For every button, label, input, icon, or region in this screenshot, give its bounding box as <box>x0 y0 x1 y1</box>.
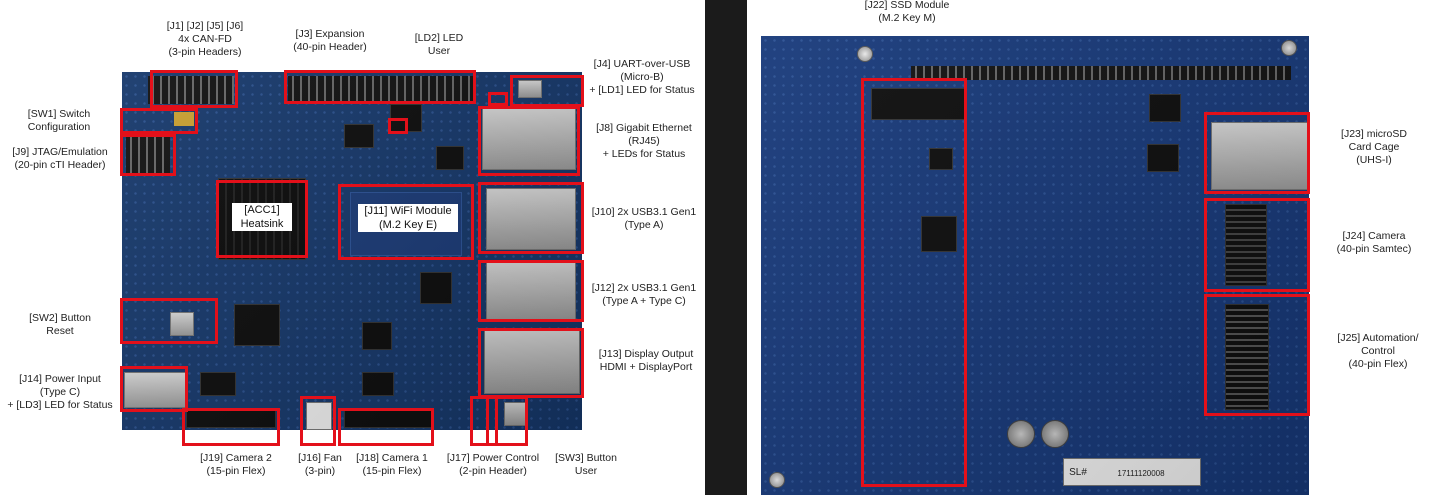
board-top-panel: [ACC1]Heatsink [J11] WiFi Module(M.2 Key… <box>0 0 705 495</box>
switch-box <box>120 108 198 134</box>
usb1-box <box>478 182 584 254</box>
chip-e <box>420 272 452 304</box>
rear-header-row <box>911 66 1291 80</box>
user-button-box <box>486 396 528 446</box>
screw-bottom-left <box>769 472 785 488</box>
power-input-box <box>120 366 188 412</box>
uart-box <box>510 75 584 107</box>
camera-box <box>1204 198 1310 292</box>
led-box <box>388 118 408 134</box>
usb1-label: [J10] 2x USB3.1 Gen1(Type A) <box>591 206 697 231</box>
serial-label: SL# <box>1069 467 1087 478</box>
ssd-box <box>861 78 967 487</box>
fan-box <box>300 396 336 446</box>
usb2-label: [J12] 2x USB3.1 Gen1(Type A + Type C) <box>591 282 697 307</box>
capacitor-2 <box>1041 420 1069 448</box>
automation-box <box>1204 294 1310 416</box>
uart-label: [J4] UART-over-USB(Micro-B)+ [LD1] LED f… <box>589 58 695 96</box>
expansion-label: [J3] Expansion(40-pin Header) <box>293 28 367 53</box>
panel-separator <box>705 0 747 495</box>
camera-label: [J24] Camera(40-pin Samtec) <box>1336 230 1412 255</box>
rear-chip-c <box>1147 144 1179 172</box>
can-label: [J1] [J2] [J5] [J6]4x CAN-FD(3-pin Heade… <box>166 20 244 58</box>
led1-box <box>488 92 508 106</box>
ethernet-label: [J8] Gigabit Ethernet(RJ45)+ LEDs for St… <box>596 122 692 160</box>
camera2-box <box>182 408 280 446</box>
fan-label: [J16] Fan(3-pin) <box>298 452 342 477</box>
cpu-chip <box>234 304 280 346</box>
expansion-box <box>284 70 476 104</box>
usb2-box <box>478 260 584 322</box>
chip-c <box>436 146 464 170</box>
ssd-label: [J22] SSD Module(M.2 Key M) <box>864 0 950 24</box>
camera2-label: [J19] Camera 2(15-pin Flex) <box>200 452 272 477</box>
reset-box <box>120 298 218 344</box>
camera1-label: [J18] Camera 1(15-pin Flex) <box>356 452 428 477</box>
chip-d <box>362 322 392 350</box>
automation-label: [J25] Automation/Control(40-pin Flex) <box>1337 332 1419 370</box>
capacitor-1 <box>1007 420 1035 448</box>
chip-g <box>200 372 236 396</box>
power-control-label: [J17] Power Control(2-pin Header) <box>446 452 540 477</box>
power-input-label: [J14] Power Input(Type C)+ [LD3] LED for… <box>7 373 113 411</box>
screw-top-right <box>1281 40 1297 56</box>
wifi-box <box>338 184 474 260</box>
jtag-label: [J9] JTAG/Emulation(20-pin cTI Header) <box>12 146 108 171</box>
heatsink-box <box>216 180 308 258</box>
chip-a <box>344 124 374 148</box>
board-bottom-panel: SL# 17111120008 [J22] SSD Module(M.2 Key… <box>747 0 1440 495</box>
serial-sticker <box>1063 458 1201 486</box>
rear-chip-b <box>1149 94 1181 122</box>
can-box <box>150 70 238 108</box>
ethernet-box <box>478 106 580 176</box>
chip-f <box>362 372 394 396</box>
serial-number: 17111120008 <box>1117 469 1165 478</box>
heatsink-label: [ACC1]Heatsink <box>232 203 292 231</box>
jtag-box <box>120 134 176 176</box>
microsd-box <box>1204 112 1310 194</box>
wifi-label: [J11] WiFi Module(M.2 Key E) <box>358 204 458 232</box>
display-box <box>478 328 584 398</box>
screw-top-left <box>857 46 873 62</box>
camera1-box <box>338 408 434 446</box>
power-control-box <box>470 396 498 446</box>
